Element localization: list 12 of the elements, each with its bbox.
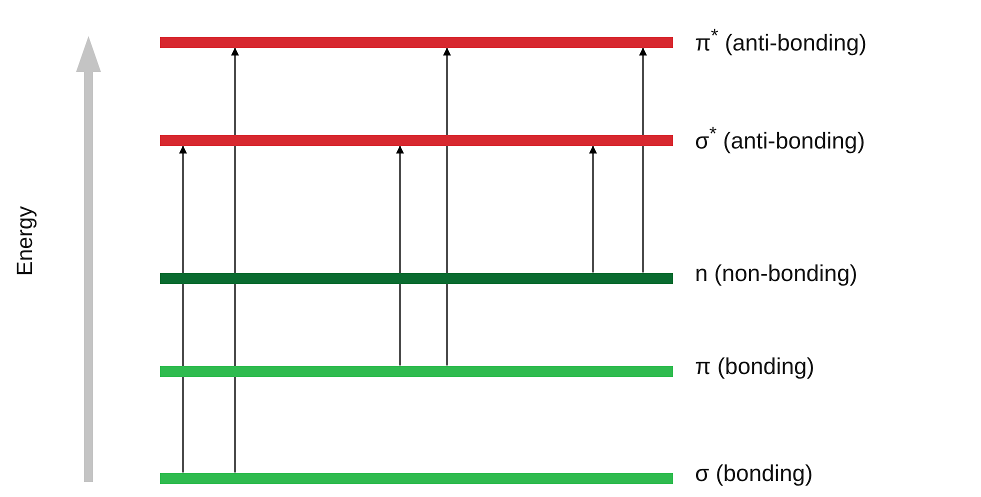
transition-arrow — [179, 146, 187, 472]
level-label: σ$^{*}$ (anti-bonding) — [695, 122, 865, 154]
level-label: n (non-bonding) — [695, 258, 858, 286]
transition-arrow — [589, 146, 597, 272]
transition-arrow — [443, 48, 451, 366]
transition-arrow — [231, 48, 239, 472]
transition-arrow — [396, 146, 404, 366]
level-label: π$^{*}$ (anti-bonding) — [695, 24, 867, 56]
level-label: π (bonding) — [695, 352, 814, 380]
axis-label: Energy — [12, 206, 38, 276]
transition-arrow — [639, 48, 647, 272]
level-label: σ (bonding) — [695, 458, 813, 486]
